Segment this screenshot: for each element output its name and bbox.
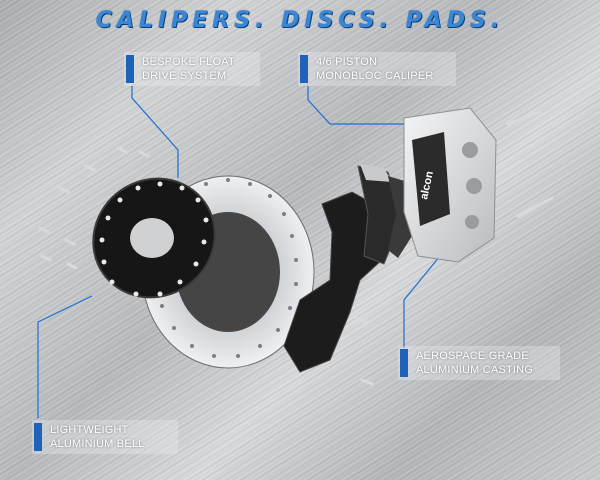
callout-float-drive-line1: BESPOKE FLOAT [142,56,235,68]
callout-accent-bar [400,349,408,377]
callout-accent-bar [34,423,42,451]
callout-bell-line2: ALUMINIUM BELL [50,438,145,450]
callout-caliper-line2: MONOBLOC CALIPER [316,70,434,82]
callout-float-drive: BESPOKE FLOAT DRIVE SYSTEM [124,52,260,86]
callout-accent-bar [126,55,134,83]
page-title: CALIPERS. DISCS. PADS. [95,8,505,33]
aluminium-bell [92,177,216,299]
leader-bell [37,295,93,418]
callout-caliper: 4/6 PISTON MONOBLOC CALIPER [298,52,456,86]
callout-bell-line1: LIGHTWEIGHT [50,424,129,436]
callout-bell: LIGHTWEIGHT ALUMINIUM BELL [32,420,178,454]
leader-lines [37,86,441,418]
callout-casting-line2: ALUMINIUM CASTING [416,364,534,376]
callout-casting: AEROSPACE GRADE ALUMINIUM CASTING [398,346,560,380]
caliper-logo: alcon [418,170,436,201]
leader-casting [403,255,441,348]
callout-accent-bar [300,55,308,83]
callout-float-drive-line2: DRIVE SYSTEM [142,70,227,82]
monobloc-caliper: alcon [403,107,497,263]
leader-caliper [307,86,404,125]
callout-caliper-line1: 4/6 PISTON [316,56,378,68]
callout-casting-line1: AEROSPACE GRADE [416,350,529,362]
bolts [38,110,554,386]
leader-float-drive [131,86,179,178]
